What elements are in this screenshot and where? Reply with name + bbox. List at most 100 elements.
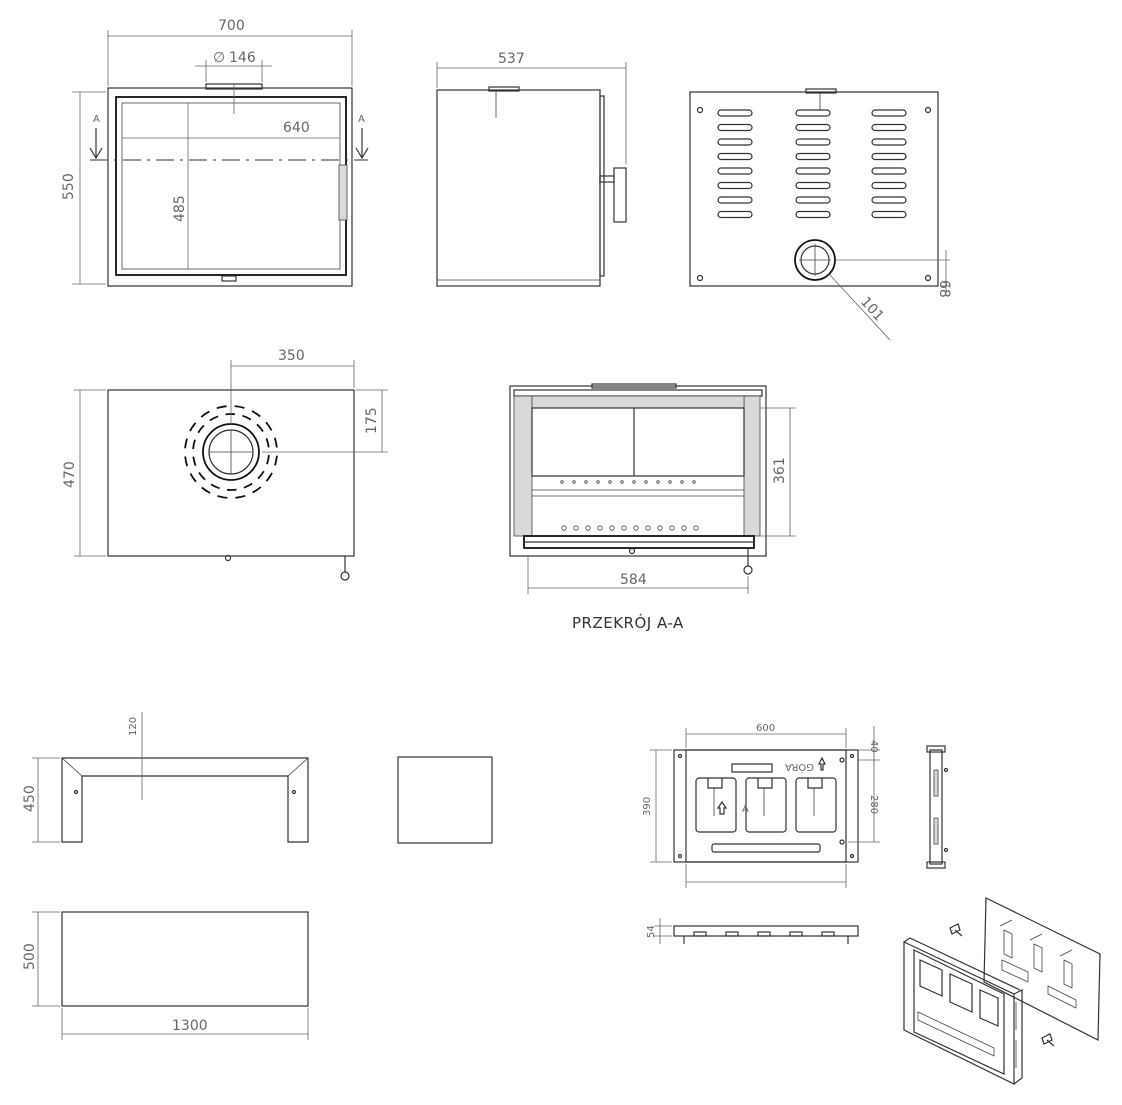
vent-arc	[242, 414, 252, 421]
section-marker-left: A	[93, 114, 100, 125]
vent-slot	[717, 152, 753, 161]
bolt-top	[560, 480, 564, 484]
vent-arc	[200, 410, 210, 418]
rear-outlet-diameter-dim: 101	[857, 294, 887, 325]
bolt-bottom	[681, 525, 687, 531]
top-outlet-depth-dim: 175	[364, 407, 380, 434]
vent-arc	[252, 486, 262, 494]
panel-height-dim: 500	[22, 943, 38, 970]
grille-inner-height-dim: 280	[868, 795, 879, 814]
vent-arc	[265, 472, 273, 482]
vent-arc	[217, 495, 228, 499]
hood-side-view	[397, 756, 493, 844]
opening-height-dim: 485	[172, 195, 188, 222]
screw-hole	[696, 106, 704, 114]
vent-arc	[216, 405, 227, 410]
top-vent-ring	[184, 405, 278, 499]
bolt-bottom	[645, 525, 651, 531]
vent-arc	[251, 410, 261, 418]
bolt-top	[608, 480, 612, 484]
section-width-dim: 584	[620, 572, 647, 588]
vent-slot	[795, 123, 831, 132]
vent-arc	[209, 415, 219, 422]
vent-slot	[871, 167, 907, 175]
bolt-top	[680, 480, 684, 484]
bolt-bottom	[561, 525, 567, 531]
vent-arc	[189, 422, 197, 432]
vent-arc	[210, 483, 220, 490]
bolt-top	[572, 480, 576, 484]
vent-slot	[871, 138, 907, 146]
vent-arc	[234, 405, 245, 409]
vent-slot	[871, 181, 907, 190]
bolt-bottom	[633, 525, 639, 531]
bolt-bottom	[573, 525, 579, 531]
vent-arc	[192, 456, 197, 467]
bolt-bottom	[621, 525, 627, 531]
vent-arc	[198, 471, 206, 481]
vent-arc	[235, 494, 246, 499]
vent-slot	[795, 152, 831, 161]
bolt-bottom	[657, 525, 663, 531]
vent-arc	[273, 437, 278, 448]
vent-arc	[266, 454, 270, 465]
vent-slot	[717, 123, 753, 132]
bolt-top	[656, 480, 660, 484]
grille-isometric-view	[903, 897, 1101, 1085]
vent-arc	[265, 437, 270, 448]
section-title: PRZEKRÓJ A-A	[572, 613, 684, 632]
vent-slot	[717, 196, 753, 204]
grille-height-dim: 390	[642, 797, 653, 816]
rear-outlet-height-dim: 68	[936, 280, 952, 298]
bolt-bottom	[669, 525, 675, 531]
outlet-diameter-dim: 146	[229, 50, 256, 66]
bolt-bottom	[693, 525, 699, 531]
grille-marking: GÓRA	[785, 761, 814, 774]
bolt-top	[692, 480, 696, 484]
bolt-top	[584, 480, 588, 484]
panel-width-dim: 1300	[172, 1018, 208, 1034]
grille-marking-cut: A	[742, 804, 749, 815]
vent-slot	[717, 167, 753, 175]
section-marker-right: A	[358, 114, 365, 125]
screw-hole	[924, 106, 932, 114]
hood-height-dim: 120	[128, 717, 139, 736]
hood-total-height-dim: 450	[22, 785, 38, 812]
opening-width-dim: 640	[283, 120, 310, 136]
rear-view: 68 101	[689, 88, 952, 341]
vent-arc	[257, 470, 265, 480]
vent-arc	[197, 424, 205, 434]
vent-slot	[795, 181, 831, 190]
panel-view: 500 1300	[22, 911, 309, 1040]
vent-slot	[871, 123, 907, 132]
vent-slot	[795, 138, 831, 146]
bolt-top	[620, 480, 624, 484]
vent-slot	[871, 109, 907, 117]
diameter-symbol: ∅	[213, 50, 225, 66]
side-view: 537	[436, 51, 627, 287]
section-a-a-view: 361 584 PRZEKRÓJ A-A	[509, 383, 796, 632]
front-height-dim: 550	[61, 173, 77, 200]
grille-width-dim: 600	[756, 723, 775, 734]
section-bolt-rows	[560, 480, 699, 531]
vent-slot	[871, 196, 907, 204]
vent-slot	[795, 109, 831, 117]
grille-thickness-dim: 54	[646, 925, 657, 938]
bolt-bottom	[609, 525, 615, 531]
bolt-bottom	[585, 525, 591, 531]
vent-slot	[871, 152, 907, 161]
grille-side-view	[926, 745, 949, 869]
vent-arc	[192, 439, 196, 450]
vent-arc	[265, 421, 273, 431]
vent-slot	[871, 210, 907, 219]
top-outlet-offset-dim: 350	[278, 348, 305, 364]
top-view: 350 175 470	[62, 348, 388, 581]
vent-slot	[795, 196, 831, 204]
grille-bottom-view: 54	[646, 918, 859, 944]
vent-slot	[717, 109, 753, 117]
front-view: A A 700 ∅ 146 550 640 485	[61, 18, 369, 287]
vent-arc	[274, 455, 278, 466]
section-height-dim: 361	[772, 457, 788, 484]
front-width-dim: 700	[218, 18, 245, 34]
